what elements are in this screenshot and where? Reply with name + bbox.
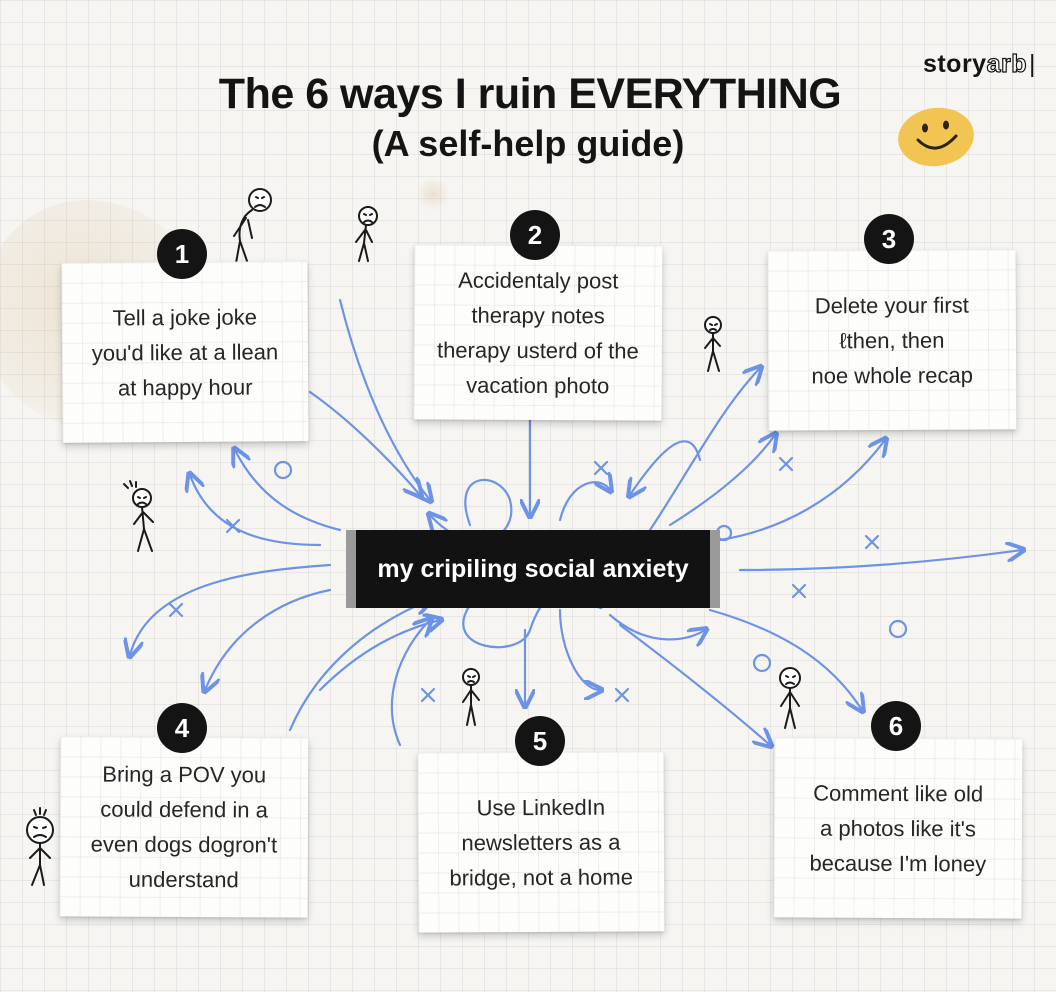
brand-logo-part2: arb xyxy=(986,49,1027,78)
arrow xyxy=(558,608,600,690)
tip-note-3: Delete your first ℓthen, then noe whole … xyxy=(767,249,1017,431)
tip-note-3-text: Delete your first ℓthen, then noe whole … xyxy=(811,292,973,388)
sad-stick-figure-icon xyxy=(233,188,272,264)
tip-note-4-text: Bring a POV you could defend in a even d… xyxy=(90,761,278,893)
brand-logo-bar: | xyxy=(1029,50,1036,78)
arrow xyxy=(318,620,440,692)
arrow xyxy=(648,368,760,532)
page-title: The 6 ways I ruin EVERYTHING xyxy=(218,70,842,118)
arrow xyxy=(708,608,862,710)
sad-stick-figure-icon xyxy=(462,668,480,726)
cross-mark-icon xyxy=(778,456,794,472)
arrow xyxy=(558,482,610,522)
number-badge-3: 3 xyxy=(864,214,914,264)
sad-stick-figure-icon xyxy=(355,206,378,262)
cross-mark-icon xyxy=(791,583,807,599)
number-badge-5: 5 xyxy=(515,716,565,766)
sad-stick-figure-icon xyxy=(779,667,801,729)
tip-note-4: Bring a POV you could defend in a even d… xyxy=(59,736,309,918)
brand-logo-part1: story xyxy=(922,50,987,78)
tip-note-2-text: Accidentaly post therapy notes therapy u… xyxy=(436,267,639,398)
sad-stick-figure-icon xyxy=(704,316,722,372)
page-subtitle: (A self-help guide) xyxy=(371,123,685,164)
cross-mark-icon xyxy=(864,534,880,550)
tip-note-5: Use LinkedIn newsletters as a bridge, no… xyxy=(417,751,665,933)
coffee-stain-small xyxy=(415,178,451,210)
tip-note-1: Tell a joke joke you'd like at a llean a… xyxy=(61,261,309,443)
arrow xyxy=(190,475,322,547)
cross-mark-icon xyxy=(168,602,184,618)
tip-note-2: Accidentaly post therapy notes therapy u… xyxy=(413,244,663,421)
arrow xyxy=(668,435,775,527)
brand-logo: storyarb| xyxy=(922,49,1036,79)
arrow xyxy=(288,600,430,732)
cross-mark-icon xyxy=(420,687,436,703)
tip-note-5-text: Use LinkedIn newsletters as a bridge, no… xyxy=(449,794,633,890)
arrow xyxy=(235,450,342,532)
circle-mark-icon xyxy=(273,460,293,480)
circle-mark-icon xyxy=(752,653,772,673)
smiley-face-icon xyxy=(898,107,974,167)
tip-note-6-text: Comment like old a photos like it's beca… xyxy=(809,780,987,876)
arrow xyxy=(205,588,332,690)
sad-stick-figure-icon xyxy=(26,807,54,886)
arrow xyxy=(630,440,702,495)
sad-stick-figure-icon xyxy=(123,480,154,552)
arrow xyxy=(130,563,332,655)
number-badge-2: 2 xyxy=(510,210,560,260)
cross-mark-icon xyxy=(225,518,241,534)
cross-mark-icon xyxy=(614,687,630,703)
number-badge-6: 6 xyxy=(871,701,921,751)
central-topic-label: my cripiling social anxiety xyxy=(346,530,720,608)
arrow xyxy=(718,440,885,542)
number-badge-4: 4 xyxy=(157,703,207,753)
number-badge-1: 1 xyxy=(157,229,207,279)
arrow xyxy=(308,390,420,495)
arrow xyxy=(738,550,1022,572)
cross-mark-icon xyxy=(593,460,609,476)
arrow xyxy=(618,623,770,745)
tip-note-1-text: Tell a joke joke you'd like at a llean a… xyxy=(91,303,279,400)
arrow xyxy=(608,613,705,639)
tip-note-6: Comment like old a photos like it's beca… xyxy=(773,737,1023,919)
arrow xyxy=(390,620,430,747)
circle-mark-icon xyxy=(888,619,908,639)
